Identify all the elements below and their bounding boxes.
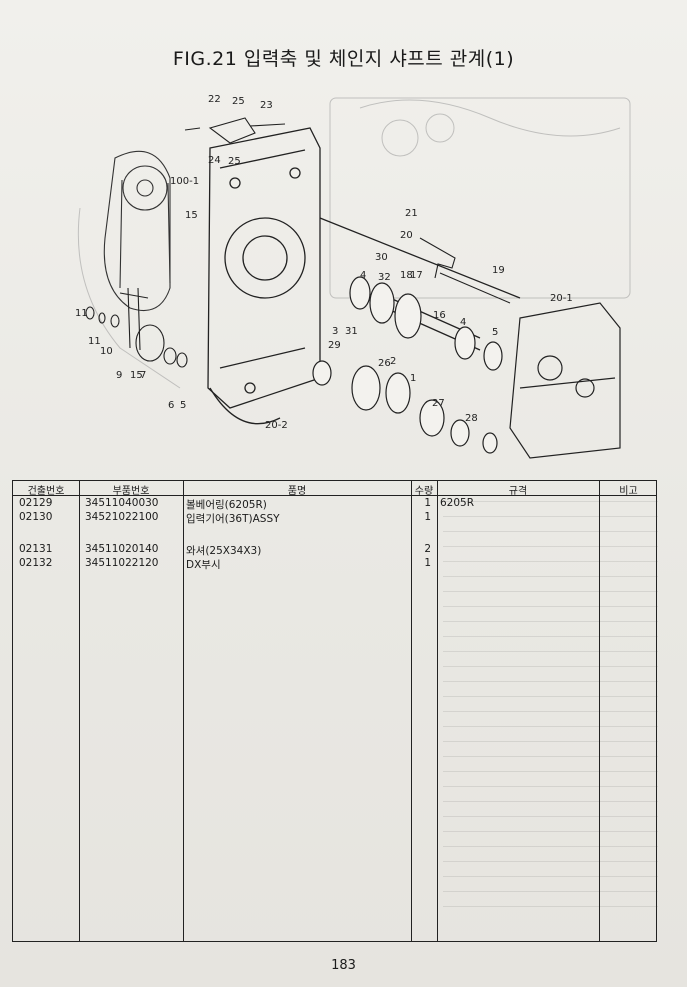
callout-label: 25 [228, 156, 241, 167]
cell-no: 02130 [19, 511, 53, 523]
callout-label: 17 [410, 270, 423, 281]
callout-label: 21 [405, 208, 418, 219]
header-note: 비고 [619, 486, 638, 497]
callout-label: 24 [208, 155, 221, 166]
table-row: 02129 34511040030 볼베어링(6205R) 1 6205R [13, 497, 656, 511]
cell-part: 34511022120 [85, 557, 159, 569]
col-divider [183, 481, 184, 941]
callout-label: 3 [332, 326, 338, 337]
callout-label: 32 [378, 272, 391, 283]
callout-label: 9 [116, 370, 122, 381]
col-divider [599, 481, 600, 941]
cell-qty: 2 [424, 543, 431, 555]
table-row: 02130 34521022100 입력기어(36T)ASSY 1 [13, 511, 656, 525]
callout-label: 10 [100, 346, 113, 357]
callout-label: 19 [492, 265, 505, 276]
callout-label: 4 [360, 270, 366, 281]
cell-no: 02131 [19, 543, 53, 555]
callout-label: 15 [185, 210, 198, 221]
callout-label: 23 [260, 100, 273, 111]
cell-qty: 1 [424, 511, 431, 523]
table-row: 02131 34511020140 와셔(25X34X3) 2 [13, 543, 656, 557]
cell-name: 와셔(25X34X3) [186, 545, 262, 557]
header-name: 품명 [287, 486, 307, 497]
callout-label: 5 [180, 400, 186, 411]
header-qty: 수량 [414, 486, 434, 497]
header-no: 건출번호 [27, 486, 65, 497]
callout-label: 5 [492, 327, 498, 338]
callout-label: 20-2 [265, 420, 288, 431]
cell-no: 02129 [19, 497, 53, 509]
cell-name: 볼베어링(6205R) [186, 499, 267, 511]
table-row: 02132 34511022120 DX부시 1 [13, 557, 656, 571]
callout-label: 100-1 [170, 176, 199, 187]
callout-label: 1 [410, 373, 416, 384]
callout-label: 29 [328, 340, 341, 351]
callout-label: 2 [390, 356, 396, 367]
callout-label: 20-1 [550, 293, 573, 304]
page-number: 183 [331, 958, 356, 973]
cell-qty: 1 [424, 497, 431, 509]
callout-label: 4 [460, 317, 466, 328]
callout-label: 18 [400, 270, 413, 281]
callout-label: 27 [432, 398, 445, 409]
callout-label: 25 [232, 96, 245, 107]
callout-label: 22 [208, 94, 221, 105]
col-divider [437, 481, 438, 941]
callout-label: 15 [130, 370, 143, 381]
cell-spec: 6205R [440, 497, 475, 509]
callout-label: 20 [400, 230, 413, 241]
cell-no: 02132 [19, 557, 53, 569]
callout-label: 16 [433, 310, 446, 321]
header-spec: 규격 [508, 486, 528, 497]
callout-label: 26 [378, 358, 391, 369]
callout-label: 28 [465, 413, 478, 424]
cell-name: DX부시 [186, 559, 221, 571]
cell-part: 34511040030 [85, 497, 159, 509]
page-title: FIG.21 입력축 및 체인지 샤프트 관계(1) [172, 48, 515, 70]
callout-label: 30 [375, 252, 388, 263]
cell-name: 입력기어(36T)ASSY [186, 513, 280, 525]
parts-table: 건출번호 부품번호 품명 수량 규격 비고 02129 34511040030 … [12, 480, 658, 942]
callout-label: 31 [345, 326, 358, 337]
cell-part: 34521022100 [85, 511, 159, 523]
callout-label: 11 [88, 336, 101, 347]
col-divider [411, 481, 412, 941]
bleed-through-text [443, 501, 658, 921]
cell-qty: 1 [424, 557, 431, 569]
callout-label: 7 [140, 370, 146, 381]
table-header: 건출번호 부품번호 품명 수량 규격 비고 [13, 481, 656, 497]
callout-label: 6 [168, 400, 174, 411]
header-part: 부품번호 [112, 486, 150, 497]
col-divider [79, 481, 80, 941]
cell-part: 34511020140 [85, 543, 159, 555]
callout-label: 11 [75, 308, 88, 319]
